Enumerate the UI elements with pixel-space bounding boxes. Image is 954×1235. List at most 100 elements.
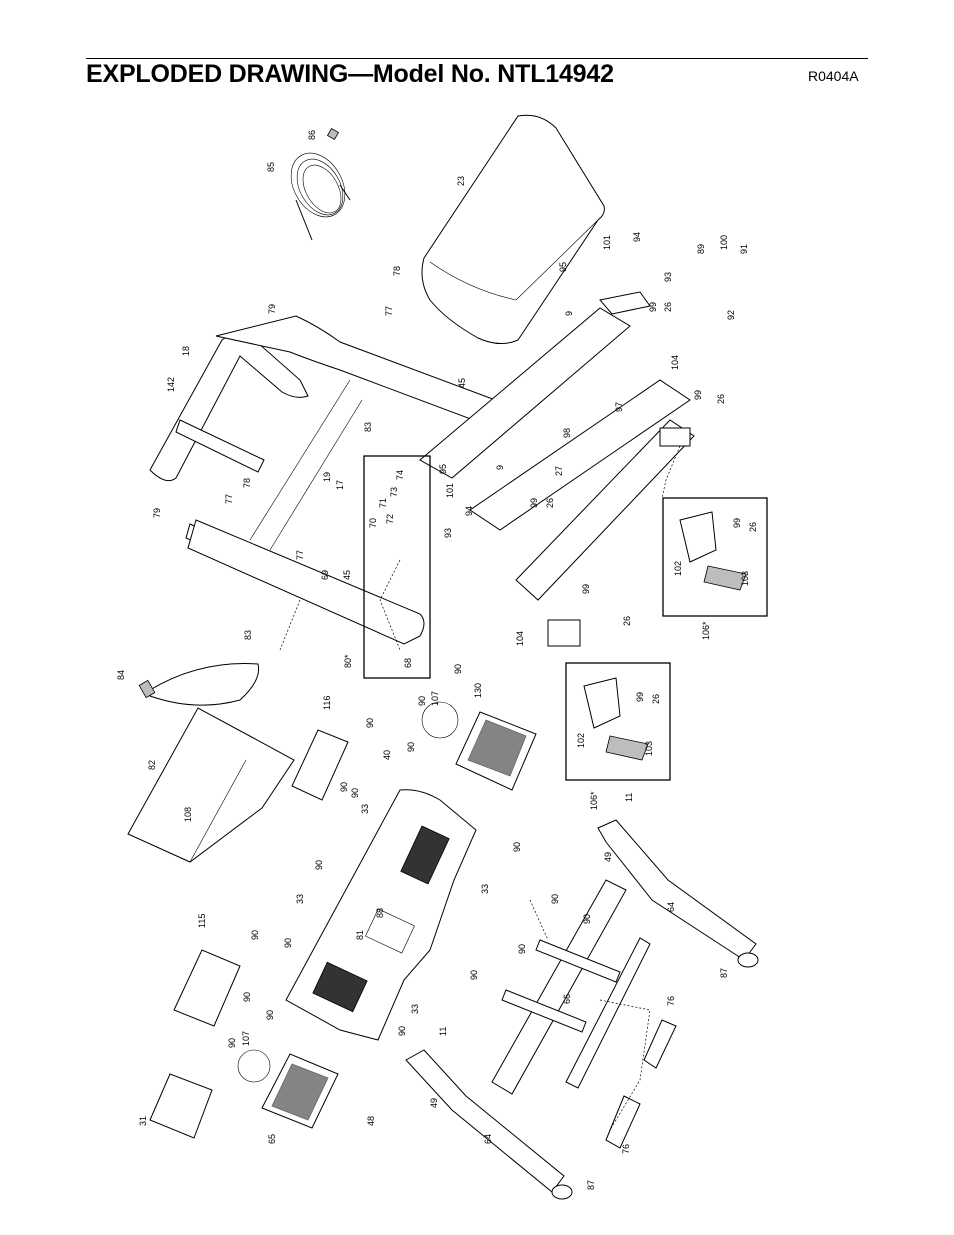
callout-label: 93 xyxy=(443,528,453,538)
callout-label: 77 xyxy=(224,494,234,504)
callout-label: 90 xyxy=(250,930,260,940)
callout-label: 40 xyxy=(382,750,392,760)
callout-label: 90 xyxy=(265,1010,275,1020)
callout-label: 23 xyxy=(456,176,466,186)
callout-label: 88 xyxy=(375,908,385,918)
callout-label: 102 xyxy=(673,561,683,576)
callout-label: 102 xyxy=(576,733,586,748)
callout-label: 90 xyxy=(550,894,560,904)
drawing-code: R0404A xyxy=(808,68,859,84)
callout-label: 90 xyxy=(453,664,463,674)
callout-label: 26 xyxy=(651,694,661,704)
callout-label: 71 xyxy=(378,498,388,508)
callout-label: 9 xyxy=(495,465,505,470)
base-crossbar-part xyxy=(491,879,651,1095)
console-part xyxy=(127,663,295,863)
callout-label: 33 xyxy=(295,894,305,904)
callout-label: 79 xyxy=(152,508,162,518)
callout-label: 33 xyxy=(480,884,490,894)
callout-label: 90 xyxy=(242,992,252,1002)
callout-label: 87 xyxy=(719,968,729,978)
callout-label: 33 xyxy=(410,1004,420,1014)
callout-labels: 86 85 23 101 94 95 89 100 91 93 9 99 26 … xyxy=(116,130,758,1190)
callout-label: 103 xyxy=(644,741,654,756)
callout-label: 100 xyxy=(719,235,729,250)
callout-label: 45 xyxy=(457,378,467,388)
rear-foot-part xyxy=(605,1019,677,1149)
callout-label: 99 xyxy=(648,302,658,312)
callout-label: 26 xyxy=(622,616,632,626)
callout-label: 99 xyxy=(581,584,591,594)
callout-label: 83 xyxy=(243,630,253,640)
callout-label: 116 xyxy=(322,696,332,710)
callout-label: 99 xyxy=(693,390,703,400)
callout-label: 90 xyxy=(397,1026,407,1036)
callout-label: 86 xyxy=(307,130,317,140)
callout-label: 101 xyxy=(602,235,612,250)
callout-label: 90 xyxy=(339,782,349,792)
base-frame-part xyxy=(419,291,695,647)
power-cord-part xyxy=(290,127,351,241)
callout-label: 84 xyxy=(116,670,126,680)
callout-label: 130 xyxy=(473,683,483,698)
callout-label: 77 xyxy=(384,306,394,316)
callout-label: 93 xyxy=(663,272,673,282)
callout-label: 18 xyxy=(181,346,191,356)
callout-label: 33 xyxy=(360,804,370,814)
callout-label: 91 xyxy=(739,244,749,254)
callout-label: 11 xyxy=(624,793,634,802)
callout-label: 104 xyxy=(670,355,680,370)
callout-label: 95 xyxy=(558,262,568,272)
callout-label: 73 xyxy=(389,487,399,497)
callout-label: 49 xyxy=(429,1098,439,1108)
callout-label: 90 xyxy=(314,860,324,870)
callout-label: 90 xyxy=(350,788,360,798)
callout-label: 103 xyxy=(740,571,750,586)
callout-label: 104 xyxy=(515,631,525,646)
callout-label: 107 xyxy=(430,691,440,706)
callout-label: 65 xyxy=(267,1134,277,1144)
callout-label: 9 xyxy=(564,311,574,316)
callout-label: 106* xyxy=(701,621,711,640)
callout-label: 26 xyxy=(663,302,673,312)
callout-label: 106* xyxy=(589,791,599,810)
callout-label: 87 xyxy=(586,1180,596,1190)
callout-label: 92 xyxy=(726,310,736,320)
callout-label: 79 xyxy=(267,304,277,314)
leader-lines xyxy=(279,445,681,1131)
callout-label: 76 xyxy=(666,996,676,1006)
callout-label: 107 xyxy=(241,1031,251,1046)
page-title: EXPLODED DRAWING—Model No. NTL14942 xyxy=(86,60,614,88)
callout-label: 80* xyxy=(343,654,353,668)
callout-label: 64 xyxy=(483,1134,493,1144)
callout-label: 78 xyxy=(242,478,252,488)
inset-box-part xyxy=(363,455,768,781)
callout-label: 66 xyxy=(562,994,572,1004)
callout-label: 90 xyxy=(365,718,375,728)
callout-label: 99 xyxy=(635,692,645,702)
callout-label: 68 xyxy=(403,658,413,668)
callout-label: 64 xyxy=(666,902,676,912)
callout-label: 82 xyxy=(147,760,157,770)
callout-label: 69 xyxy=(320,570,330,580)
callout-label: 76 xyxy=(621,1144,631,1154)
callout-label: 72 xyxy=(385,514,395,524)
callout-label: 89 xyxy=(696,244,706,254)
callout-label: 26 xyxy=(716,394,726,404)
pad-part xyxy=(149,1073,213,1139)
callout-label: 115 xyxy=(197,914,207,928)
callout-label: 26 xyxy=(748,522,758,532)
callout-label: 85 xyxy=(266,162,276,172)
callout-label: 90 xyxy=(512,842,522,852)
leg-part xyxy=(405,819,759,1200)
callout-label: 31 xyxy=(138,1116,148,1126)
callout-label: 90 xyxy=(227,1038,237,1048)
callout-label: 48 xyxy=(366,1116,376,1126)
callout-label: 142 xyxy=(166,377,176,392)
upright-frame-part xyxy=(149,315,507,645)
callout-label: 97 xyxy=(614,402,624,412)
callout-label: 11 xyxy=(438,1027,448,1036)
callout-label: 90 xyxy=(406,742,416,752)
callout-label: 98 xyxy=(562,428,572,438)
